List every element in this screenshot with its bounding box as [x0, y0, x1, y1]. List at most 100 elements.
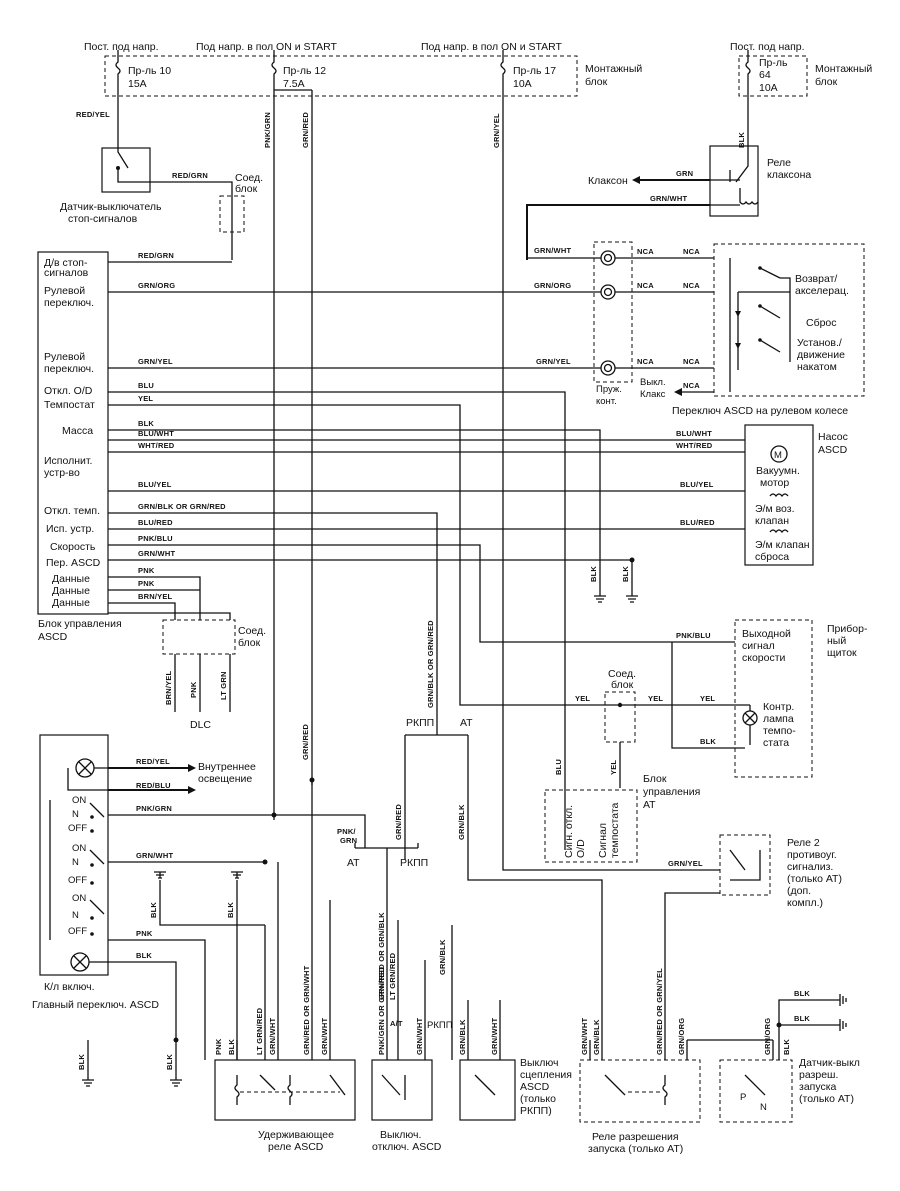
theft-relay-label-1: Реле 2 — [787, 837, 820, 849]
joint-block-label-b: блок — [235, 183, 258, 195]
ascd-pin-actuator-b: устр-во — [44, 467, 80, 479]
clutch-switch-label-4: (только — [520, 1093, 556, 1105]
at-unit-label-3: АТ — [643, 799, 656, 811]
return-accel-label-2: акселерац. — [795, 285, 849, 297]
switch-n-2: N — [72, 857, 79, 868]
ascd-pin-steering-2b: переключ. — [44, 363, 94, 375]
set-coast-label-1: Установ./ — [797, 337, 842, 349]
theft-relay-label-5: (доп. — [787, 885, 811, 897]
wire-grn-blk-top-clutch: GRN/BLK — [438, 939, 447, 975]
joint-block2-label-b: блок — [611, 679, 634, 691]
spiral-coil-1 — [600, 250, 616, 266]
wire-yel-joint-r: YEL — [700, 694, 715, 703]
wire-at-label: A/T — [390, 1019, 403, 1028]
wire-brn-yel-dlc: BRN/YEL — [164, 670, 173, 705]
start-relay-label-2: запуска (только АТ) — [588, 1143, 683, 1155]
ascd-unit-label-1: Блок управления — [38, 618, 122, 630]
od-off-signal-2: O/D — [575, 839, 587, 858]
on-start-label-1: Под напр. в пол ON и START — [196, 41, 338, 53]
set-coast-label-3: накатом — [797, 361, 837, 373]
wire-blk-ground-2: BLK — [621, 566, 630, 582]
wire-blu-wht-ascd: BLU/WHT — [138, 429, 174, 438]
wire-grn-red-or-grn-wht-hold: GRN/RED OR GRN/WHT — [302, 965, 311, 1055]
wire-pnk-dlc: PNK — [189, 681, 198, 698]
wire-blu-yel-ascd: BLU/YEL — [138, 480, 172, 489]
air-valve-label-2: клапан — [755, 515, 789, 527]
cancel-switch-box — [371, 1059, 433, 1121]
wire-grn-blk-or-grn-red: GRN/BLK OR GRN/RED — [138, 502, 226, 511]
spiral-label-1: Пруж. — [596, 384, 622, 395]
vacuum-motor-symbol — [770, 445, 788, 463]
wire-red-blu-interior: RED/BLU — [136, 781, 171, 790]
wire-yel-at: YEL — [609, 760, 618, 775]
wire-pnk-blu-cluster: PNK/BLU — [676, 631, 711, 640]
ascd-pin-ground: Масса — [62, 425, 93, 437]
start-sensor-box — [719, 1059, 793, 1123]
theft-relay-label-3: сигнализ. — [787, 861, 833, 873]
main-switch-lamp-symbol — [70, 952, 90, 972]
wire-grn-org-sensor: GRN/ORG — [763, 1018, 772, 1055]
start-sensor-label-1: Датчик-выкл — [799, 1057, 860, 1069]
wire-blu-red-ascd: BLU/RED — [138, 518, 173, 527]
switch-n-3: N — [72, 910, 79, 921]
wire-grn-org-spiral: GRN/ORG — [534, 281, 571, 290]
ascd-pin-data-2: Данные — [52, 585, 90, 597]
theft-relay-label-2: противоуг. — [787, 849, 837, 861]
switch-on-1: ON — [72, 795, 86, 806]
interior-label-1: Внутреннее — [198, 761, 256, 773]
const-voltage-left-label: Пост. под напр. — [84, 41, 159, 53]
theft-relay-box — [719, 834, 771, 896]
wire-grn-red-mid: GRN/RED — [301, 724, 310, 760]
wire-pnk-grn-switch: PNK/GRN — [136, 804, 172, 813]
hold-relay-label-1: Удерживающее — [258, 1129, 334, 1141]
wire-blu-wht-pump: BLU/WHT — [676, 429, 712, 438]
switch-n-label: N — [760, 1102, 767, 1113]
mount-block-label-2: Монтажный — [815, 63, 872, 75]
wire-pnk-hold: PNK — [214, 1038, 223, 1055]
thermo-signal-1: Сигнал — [597, 823, 609, 858]
wire-lt-grn-dlc: LT GRN — [219, 671, 228, 700]
joint-block-label: Соед. — [235, 172, 263, 184]
fuse-12-label: Пр-ль 12 — [283, 65, 326, 77]
ascd-pin-brake-motor: Д/в стоп- — [44, 257, 88, 269]
clutch-switch-label-3: ASCD — [520, 1081, 550, 1093]
wire-grn-yel-ascd: GRN/YEL — [138, 357, 173, 366]
wire-grn-org-ascd: GRN/ORG — [138, 281, 175, 290]
wire-yel-joint-m: YEL — [648, 694, 663, 703]
joint-block-brake — [219, 195, 245, 233]
start-relay-box — [579, 1059, 701, 1123]
spiral-cable-box — [593, 241, 633, 383]
fuse-10: Пр-ль 10 15A — [115, 50, 171, 140]
pump-label-2: ASCD — [818, 444, 848, 456]
temp-lamp-label-2: лампа — [763, 713, 794, 725]
at-control-unit-box — [544, 789, 638, 863]
switch-on-2: ON — [72, 843, 86, 854]
fuse-17: Пр-ль 17 10A — [500, 50, 556, 100]
spiral-coil-3 — [600, 360, 616, 376]
wire-nca-4: NCA — [683, 281, 700, 290]
wire-grn-wht-ascd: GRN/WHT — [138, 549, 175, 558]
ascd-control-unit — [37, 251, 109, 615]
cancel-switch-label-1: Выключ. — [380, 1129, 421, 1141]
temp-lamp-label-1: Контр. — [763, 701, 794, 713]
hold-relay-label-2: реле ASCD — [268, 1141, 324, 1153]
wire-blk-sensor-1: BLK — [794, 989, 810, 998]
joint-block-2 — [604, 691, 636, 743]
switch-n-1: N — [72, 809, 79, 820]
dlc-label: DLC — [190, 719, 211, 731]
wire-blk-ground: BLK — [138, 419, 154, 428]
ascd-pin-speed: Скорость — [50, 541, 96, 553]
wire-lt-grn-red-2: LT GRN/RED — [388, 952, 397, 1000]
pump-label-1: Насос — [818, 431, 848, 443]
wire-grn-yel-top: GRN/YEL — [492, 113, 501, 148]
svg-text:M: M — [774, 450, 782, 461]
joint-block2-label: Соед. — [608, 668, 636, 680]
wire-red-grn-ascd: RED/GRN — [138, 251, 174, 260]
wire-nca-6: NCA — [683, 357, 700, 366]
switch-off-3: OFF — [68, 926, 87, 937]
wire-grn-wht-hold-2: GRN/WHT — [320, 1018, 329, 1055]
wire-pnk-grn-b: PNK/ — [337, 827, 356, 836]
rkpp-label-3: РКПП — [427, 1020, 453, 1031]
ascd-pin-exec: Исп. устр. — [46, 523, 94, 535]
theft-relay-label-4: (только АТ) — [787, 873, 842, 885]
